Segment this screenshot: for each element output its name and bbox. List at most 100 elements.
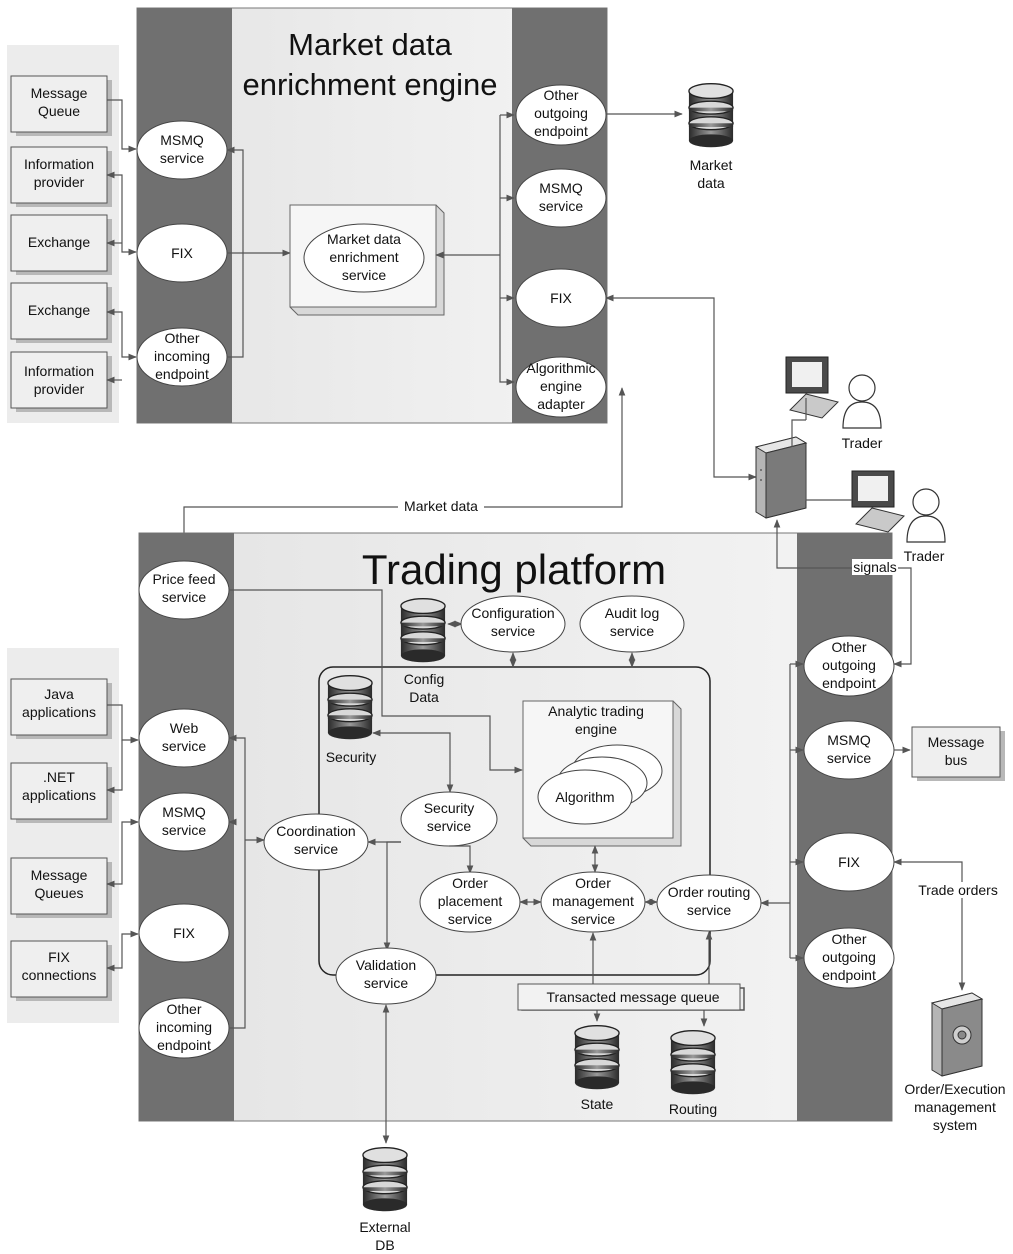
- security-service[interactable]: Security service: [400, 791, 498, 847]
- analytic-engine-l0: Analytic trading: [548, 703, 644, 719]
- tp-source-box-1[interactable]: .NET applications: [10, 762, 112, 823]
- tp-incoming-msmq[interactable]: MSMQ service: [138, 792, 230, 852]
- routing-db-icon: [670, 1029, 716, 1095]
- message-bus-l0: Message: [928, 734, 985, 750]
- tp-incoming-3-l2: endpoint: [157, 1037, 211, 1053]
- tp-source-2-l0: Message: [31, 867, 88, 883]
- me-outgoing-0-l0: Other: [543, 87, 578, 103]
- coordination-l1: service: [294, 841, 339, 857]
- validation-service[interactable]: Validation service: [335, 947, 437, 1005]
- external-db-l0: External: [359, 1219, 410, 1235]
- tp-outgoing-msmq[interactable]: MSMQ service: [803, 720, 895, 780]
- me-source-0-l1: Queue: [38, 103, 80, 119]
- trader-2-label: Trader: [904, 548, 945, 564]
- order-placement-service[interactable]: Order placement service: [419, 871, 521, 933]
- tp-source-box-3[interactable]: FIX connections: [10, 940, 112, 1001]
- coordination-connectors: [367, 838, 474, 951]
- audit-service-l1: service: [610, 623, 655, 639]
- order-management-l1: management: [552, 893, 634, 909]
- tp-incoming-other[interactable]: Other incoming endpoint: [138, 997, 230, 1059]
- me-inbound-connectors: [226, 146, 291, 358]
- me-source-3-l0: Exchange: [28, 302, 90, 318]
- tp-incoming-web[interactable]: Web service: [138, 708, 230, 768]
- tp-outgoing-1-l0: MSMQ: [827, 732, 871, 748]
- me-source-box-3[interactable]: Exchange: [10, 282, 112, 343]
- fix-server-link: [605, 294, 757, 481]
- tp-source-1-l0: .NET: [43, 769, 75, 785]
- me-incoming-2-l2: endpoint: [155, 366, 209, 382]
- transacted-message-queue[interactable]: Transacted message queue: [517, 983, 745, 1011]
- tp-incoming-2-l0: FIX: [173, 925, 195, 941]
- security-service-l0: Security: [424, 800, 475, 816]
- me-outgoing-1-l1: service: [539, 198, 584, 214]
- security-service-l1: service: [427, 818, 472, 834]
- me-outgoing-other[interactable]: Other outgoing endpoint: [515, 84, 607, 146]
- tp-outgoing-2-l0: FIX: [838, 854, 860, 870]
- tp-outgoing-0-l1: outgoing: [822, 657, 876, 673]
- me-source-1-l1: provider: [34, 174, 85, 190]
- me-incoming-msmq[interactable]: MSMQ service: [136, 120, 228, 180]
- me-outgoing-msmq[interactable]: MSMQ service: [515, 168, 607, 228]
- market-data-db-l0: Market: [690, 157, 733, 173]
- market-data-enrichment-service[interactable]: Market data enrichment service: [289, 204, 445, 316]
- state-db-icon: [574, 1024, 620, 1090]
- external-db-l1: DB: [375, 1237, 394, 1253]
- tp-right-band: [797, 533, 892, 1121]
- security-db-connector: [372, 729, 454, 793]
- validation-l1: service: [364, 975, 409, 991]
- me-outgoing-0-l1: outgoing: [534, 105, 588, 121]
- tp-incoming-fix[interactable]: FIX: [138, 903, 230, 963]
- price-feed-service[interactable]: Price feed service: [138, 560, 230, 620]
- audit-log-service[interactable]: Audit log service: [579, 595, 685, 653]
- tp-outgoing-3-l1: outgoing: [822, 949, 876, 965]
- oems-l2: system: [933, 1117, 977, 1133]
- tp-outgoing-other-1[interactable]: Other outgoing endpoint: [803, 635, 895, 697]
- tp-outgoing-3-l0: Other: [831, 931, 866, 947]
- trade-orders-bg: [916, 882, 1000, 898]
- tp-inbound-connectors: [228, 734, 265, 1029]
- algorithm-label: Algorithm: [555, 789, 614, 805]
- tp-source-box-0[interactable]: Java applications: [10, 678, 112, 739]
- tp-title: Trading platform: [362, 546, 666, 593]
- external-db-icon: [362, 1146, 408, 1212]
- tp-incoming-0-l1: service: [162, 738, 207, 754]
- tp-source-connectors: [106, 704, 139, 972]
- tp-source-3-l0: FIX: [48, 949, 70, 965]
- tp-outbound-connectors: [760, 660, 804, 962]
- trader-person-2-icon: [906, 488, 946, 543]
- tp-incoming-1-l1: service: [162, 822, 207, 838]
- trader-1-label: Trader: [842, 435, 883, 451]
- order-routing-service[interactable]: Order routing service: [656, 874, 762, 932]
- state-db-label: State: [581, 1096, 614, 1112]
- config-db-l0: Config: [404, 671, 444, 687]
- tp-incoming-3-l0: Other: [166, 1001, 201, 1017]
- coordination-service[interactable]: Coordination service: [263, 813, 369, 871]
- trader-workstation-1-icon: [785, 356, 839, 419]
- configuration-service[interactable]: Configuration service: [460, 595, 566, 653]
- analytic-engine-l1: engine: [575, 721, 617, 737]
- me-outgoing-1-l0: MSMQ: [539, 180, 583, 196]
- me-source-2-l0: Exchange: [28, 234, 90, 250]
- order-placement-l1: placement: [438, 893, 503, 909]
- queue-label: Transacted message queue: [546, 989, 719, 1005]
- me-incoming-fix[interactable]: FIX: [136, 223, 228, 283]
- me-source-box-4[interactable]: Information provider: [10, 351, 112, 412]
- analytic-trading-engine[interactable]: Analytic trading engine Algorithm: [522, 700, 682, 847]
- me-source-box-0[interactable]: Message Queue: [10, 75, 112, 136]
- tp-outgoing-fix[interactable]: FIX: [803, 832, 895, 892]
- me-outgoing-algo-adapter[interactable]: Algorithmic engine adapter: [515, 356, 607, 418]
- message-bus-box[interactable]: Message bus: [911, 726, 1005, 781]
- tp-outgoing-3-l2: endpoint: [822, 967, 876, 983]
- order-management-service[interactable]: Order management service: [540, 871, 646, 933]
- tp-outgoing-other-2[interactable]: Other outgoing endpoint: [803, 927, 895, 989]
- signals-bg: [852, 559, 898, 575]
- me-outgoing-fix[interactable]: FIX: [515, 268, 607, 328]
- me-incoming-other[interactable]: Other incoming endpoint: [136, 327, 228, 387]
- order-placement-l0: Order: [452, 875, 488, 891]
- market-data-link-label: Market data: [404, 498, 478, 514]
- me-source-box-1[interactable]: Information provider: [10, 146, 112, 207]
- oems-server-icon: [930, 992, 984, 1077]
- tp-source-box-2[interactable]: Message Queues: [10, 857, 112, 918]
- me-source-box-2[interactable]: Exchange: [10, 214, 112, 275]
